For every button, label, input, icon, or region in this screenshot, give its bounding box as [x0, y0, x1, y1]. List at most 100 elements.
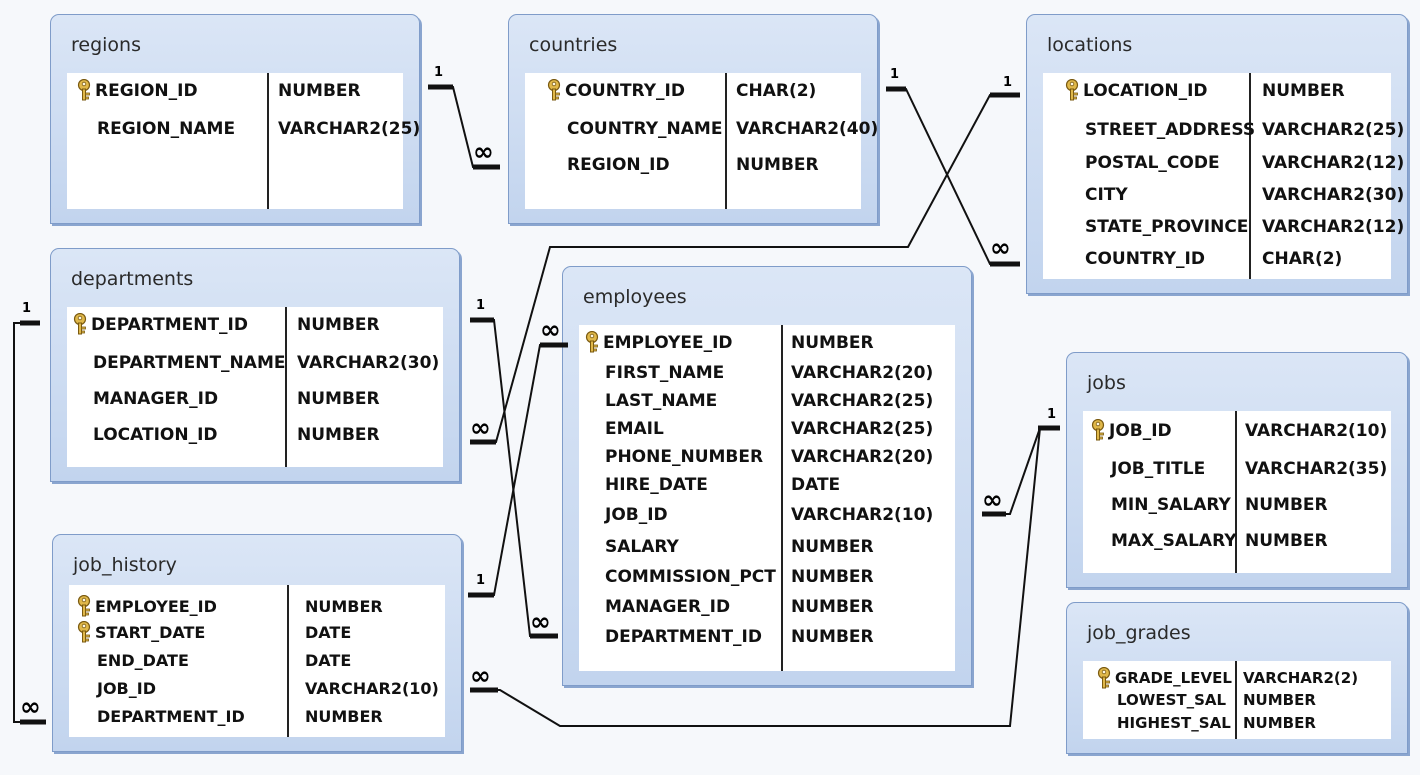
- column-type: VARCHAR2(20): [791, 447, 934, 467]
- column-type: NUMBER: [305, 597, 383, 616]
- column-type: VARCHAR2(35): [1245, 459, 1388, 479]
- column-row[interactable]: EMPLOYEE_ID NUMBER: [69, 594, 445, 617]
- primary-key-icon: [545, 78, 567, 101]
- column-row[interactable]: LOCATION_ID NUMBER: [1043, 78, 1391, 101]
- column-type: NUMBER: [1245, 531, 1328, 551]
- column-name: COUNTRY_ID: [1085, 249, 1205, 269]
- column-name: STATE_PROVINCE: [1085, 217, 1249, 237]
- column-type: VARCHAR2(20): [791, 363, 934, 383]
- column-type: NUMBER: [278, 81, 361, 101]
- column-type: DATE: [305, 623, 352, 642]
- column-name: LOCATION_ID: [93, 425, 218, 445]
- column-name: HIRE_DATE: [605, 475, 708, 495]
- table-title: employees: [583, 286, 687, 308]
- column-name: REGION_NAME: [97, 119, 236, 139]
- primary-key-icon: [1095, 666, 1117, 689]
- column-row[interactable]: STATE_PROVINCE VARCHAR2(12): [1043, 217, 1404, 237]
- table-title: job_history: [73, 554, 177, 576]
- column-type: VARCHAR2(40): [736, 119, 879, 139]
- table-title: countries: [529, 34, 618, 56]
- column-divider: [285, 307, 287, 467]
- column-type: NUMBER: [791, 597, 874, 617]
- column-name: REGION_ID: [95, 81, 198, 101]
- column-type: NUMBER: [1262, 81, 1345, 101]
- column-type: VARCHAR2(30): [1262, 185, 1405, 205]
- primary-key-icon: [583, 330, 605, 353]
- primary-key-icon: [71, 312, 93, 335]
- column-name: EMPLOYEE_ID: [95, 597, 217, 616]
- column-name: LOWEST_SAL: [1117, 691, 1227, 709]
- column-type: VARCHAR2(10): [305, 679, 439, 698]
- column-type: NUMBER: [791, 567, 874, 587]
- column-type: DATE: [305, 651, 352, 670]
- column-divider: [287, 585, 289, 737]
- column-row[interactable]: COMMISSION_PCT NUMBER: [579, 567, 955, 587]
- column-name: JOB_ID: [605, 505, 668, 525]
- column-row[interactable]: REGION_ID NUMBER: [67, 78, 403, 101]
- column-name: MIN_SALARY: [1111, 495, 1231, 515]
- column-name: POSTAL_CODE: [1085, 153, 1220, 173]
- column-divider: [267, 73, 269, 209]
- column-name: LOCATION_ID: [1083, 81, 1208, 101]
- column-row[interactable]: MIN_SALARY NUMBER: [1083, 495, 1391, 515]
- column-type: NUMBER: [1245, 495, 1328, 515]
- primary-key-icon: [75, 594, 97, 617]
- column-divider: [1249, 73, 1251, 279]
- column-row[interactable]: PHONE_NUMBER VARCHAR2(20): [579, 447, 955, 467]
- column-row[interactable]: START_DATE DATE: [69, 620, 445, 643]
- column-type: VARCHAR2(12): [1262, 217, 1405, 237]
- column-type: VARCHAR2(12): [1262, 153, 1405, 173]
- column-type: VARCHAR2(25): [1262, 120, 1405, 140]
- column-row[interactable]: POSTAL_CODE VARCHAR2(12): [1043, 153, 1404, 173]
- column-name: LAST_NAME: [605, 391, 718, 411]
- column-name: START_DATE: [95, 623, 206, 642]
- table-title: locations: [1047, 34, 1133, 56]
- column-name: PHONE_NUMBER: [605, 447, 764, 467]
- column-name: MANAGER_ID: [93, 389, 219, 409]
- column-name: COMMISSION_PCT: [605, 567, 776, 587]
- column-name: DEPARTMENT_ID: [91, 315, 248, 335]
- column-type: VARCHAR2(10): [1245, 421, 1388, 441]
- column-name: EMAIL: [605, 419, 664, 439]
